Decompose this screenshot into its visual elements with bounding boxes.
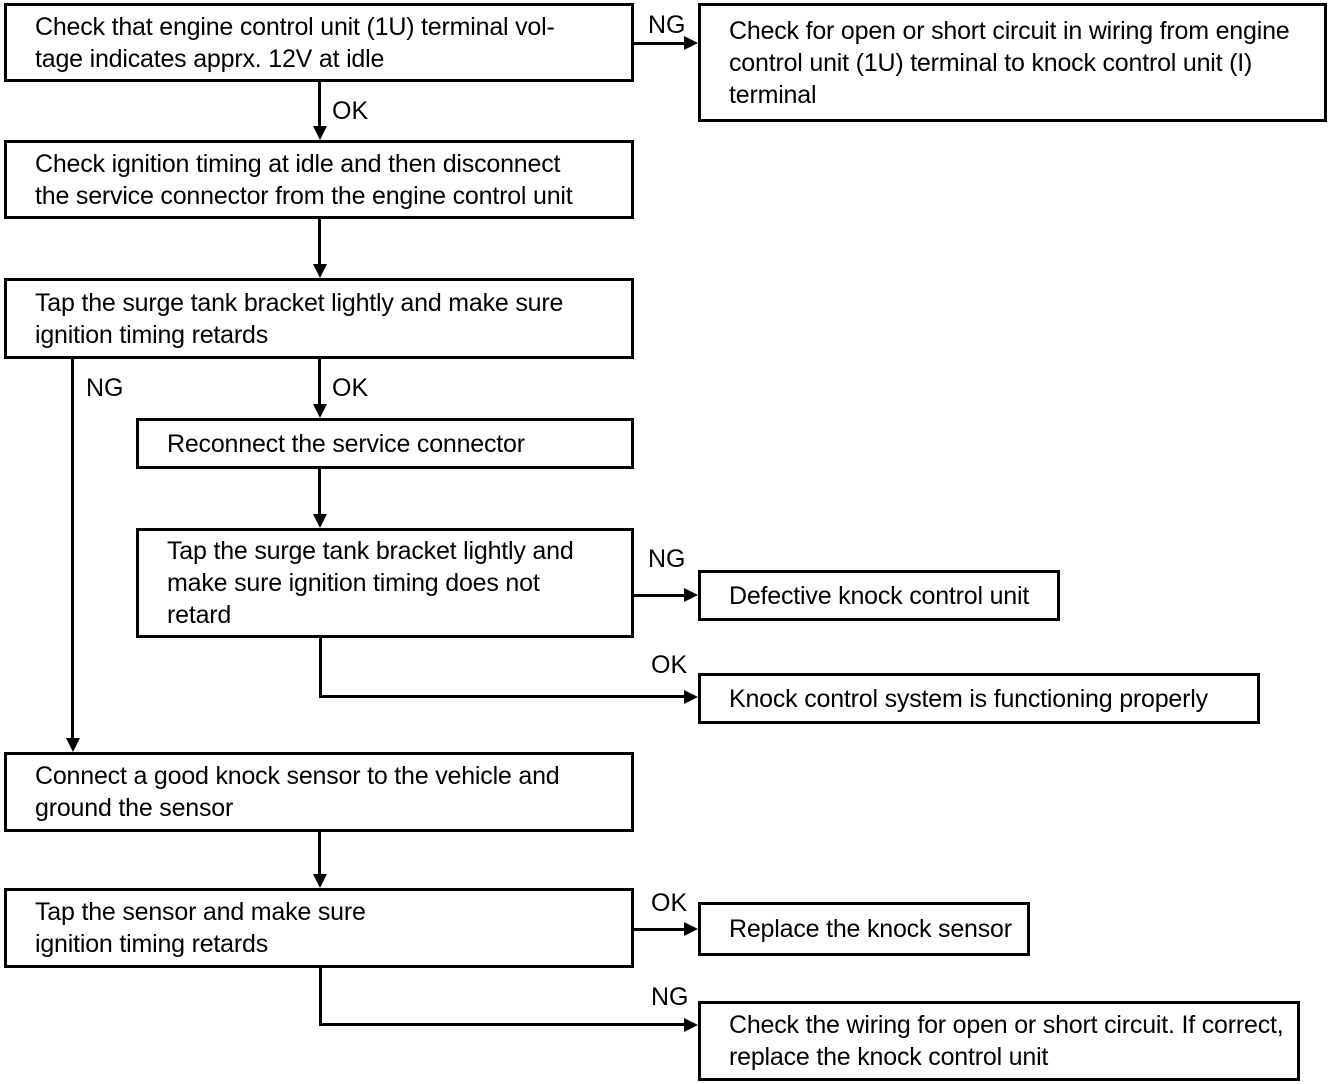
arrowhead-n6-to-n7 (684, 588, 698, 602)
edge-label-ok-2: OK (332, 374, 369, 402)
node-text: Check the wiring for open or short circu… (729, 1011, 1284, 1071)
node-text: Check that engine control unit (1U) term… (35, 12, 555, 73)
edge-label-ng-4: NG (651, 983, 689, 1011)
edge-label-ng-1: NG (648, 11, 686, 39)
arrowhead-n9-to-n10 (313, 874, 327, 888)
arrowhead-n4-to-n9 (66, 738, 80, 752)
connector-n1-to-n3 (318, 82, 321, 126)
node-text: Tap the surge tank bracket lightly and m… (35, 288, 564, 349)
node-text: Replace the knock sensor (729, 915, 1012, 943)
node-defective-knock-control-unit[interactable]: Defective knock control unit (698, 570, 1060, 621)
arrowhead-n6-to-n8 (684, 690, 698, 704)
connector-n6-to-n7 (634, 594, 684, 597)
edge-label-ng-3: NG (648, 545, 686, 573)
node-check-terminal-voltage[interactable]: Check that engine control unit (1U) term… (4, 3, 634, 82)
edge-label-ok-4: OK (651, 889, 688, 917)
edge-label-ok-3: OK (651, 651, 688, 679)
connector-n4-to-n5 (318, 359, 321, 404)
connector-n6-to-n8-horizontal (319, 695, 684, 698)
node-connect-good-knock-sensor[interactable]: Connect a good knock sensor to the vehic… (4, 752, 634, 832)
arrowhead-n5-to-n6 (313, 514, 327, 528)
connector-n1-to-n2 (634, 42, 684, 45)
arrowhead-n1-to-n2 (684, 36, 698, 50)
node-text: Reconnect the service connector (167, 429, 525, 458)
arrowhead-n3-to-n4 (313, 264, 327, 278)
arrowhead-n1-to-n3 (313, 126, 327, 140)
connector-n10-to-n12-vertical (319, 968, 322, 1026)
node-text: Check for open or short circuit in wirin… (729, 16, 1290, 109)
node-text: Tap the sensor and make sure ignition ti… (35, 898, 366, 958)
arrowhead-n10-to-n12 (684, 1018, 698, 1032)
node-text: Connect a good knock sensor to the vehic… (35, 762, 560, 822)
connector-n6-to-n8-vertical (319, 638, 322, 698)
connector-n9-to-n10 (318, 832, 321, 874)
connector-n4-to-n9 (71, 359, 74, 738)
node-knock-system-functioning[interactable]: Knock control system is functioning prop… (698, 673, 1260, 724)
node-check-open-short-wiring[interactable]: Check for open or short circuit in wirin… (698, 3, 1327, 122)
connector-n3-to-n4 (318, 219, 321, 264)
arrowhead-n10-to-n11 (684, 922, 698, 936)
node-tap-surge-tank-retards[interactable]: Tap the surge tank bracket lightly and m… (4, 278, 634, 359)
node-tap-sensor-retards[interactable]: Tap the sensor and make sure ignition ti… (4, 888, 634, 968)
node-replace-knock-sensor[interactable]: Replace the knock sensor (698, 902, 1030, 956)
node-reconnect-service-connector[interactable]: Reconnect the service connector (136, 418, 634, 469)
node-check-wiring-replace-unit[interactable]: Check the wiring for open or short circu… (698, 1001, 1300, 1081)
connector-n10-to-n11 (634, 928, 684, 931)
node-text: Knock control system is functioning prop… (729, 684, 1208, 713)
node-text: Tap the surge tank bracket lightly and m… (167, 537, 574, 629)
connector-n10-to-n12-horizontal (319, 1023, 684, 1026)
edge-label-ng-2: NG (86, 374, 124, 402)
arrowhead-n4-to-n5 (313, 404, 327, 418)
node-check-ignition-timing-disconnect[interactable]: Check ignition timing at idle and then d… (4, 140, 634, 219)
node-text: Check ignition timing at idle and then d… (35, 149, 573, 210)
node-text: Defective knock control unit (729, 581, 1030, 610)
edge-label-ok-1: OK (332, 97, 369, 125)
node-tap-surge-tank-does-not-retard[interactable]: Tap the surge tank bracket lightly and m… (136, 528, 634, 638)
connector-n5-to-n6 (318, 469, 321, 514)
